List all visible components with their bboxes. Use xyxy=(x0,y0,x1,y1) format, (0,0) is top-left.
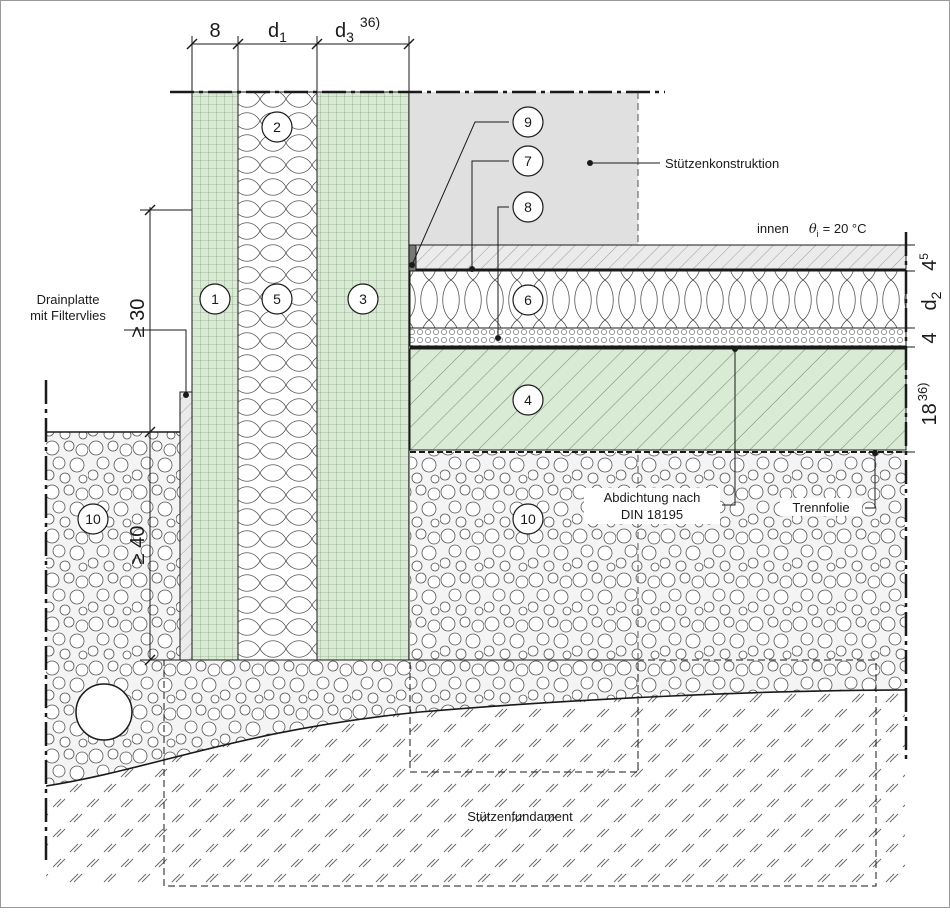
dim-floor-insulation: d2 xyxy=(919,291,944,310)
dim-wall-layer-5-var: d xyxy=(268,20,279,42)
dim-depth-below-ground: ≥ 40 xyxy=(127,526,149,565)
marker-4-label: 4 xyxy=(524,392,532,408)
height-dimension xyxy=(140,204,192,666)
marker-10-outside-label: 10 xyxy=(85,511,101,527)
marker-2-label: 2 xyxy=(273,119,281,135)
marker-3: 3 xyxy=(347,283,379,315)
dim-wall-layer-3-sup: 36) xyxy=(360,14,380,30)
label-sealing-line2: DIN 18195 xyxy=(621,507,683,522)
dim-floor-top-sup: 5 xyxy=(917,253,931,260)
wall-layer-3 xyxy=(316,91,410,661)
marker-10-outside: 10 xyxy=(77,503,109,535)
marker-4: 4 xyxy=(512,384,544,416)
dim-floor-slab-value: 18 xyxy=(919,403,941,425)
dim-floor-top: 45 xyxy=(917,253,941,271)
terrain-line xyxy=(45,689,906,787)
label-interior-theta: θ xyxy=(809,222,817,237)
floor-slab xyxy=(409,348,907,451)
dim-wall-layer-5-sub: 1 xyxy=(279,29,287,45)
marker-7: 7 xyxy=(512,145,544,177)
marker-8-label: 8 xyxy=(524,199,532,215)
dim-floor-impact: 4 xyxy=(919,332,941,343)
label-interior-prefix: innen xyxy=(757,221,789,236)
drain-board xyxy=(179,391,193,661)
separation-label-bg xyxy=(780,498,862,516)
label-separation: Trennfolie xyxy=(792,500,849,515)
marker-10-inside-label: 10 xyxy=(520,511,536,527)
dim-wall-layer-3-sub: 3 xyxy=(346,29,354,45)
label-interior-value: = 20 °C xyxy=(823,221,867,236)
label-sealing-line1: Abdichtung nach xyxy=(604,490,701,505)
sealing-label-bg xyxy=(584,488,720,524)
label-drain-line2: mit Filtervlies xyxy=(30,308,106,323)
floor-layer-6 xyxy=(409,270,907,329)
marker-7-label: 7 xyxy=(524,153,532,169)
dim-wall-layer-1: 8 xyxy=(209,20,220,42)
marker-1: 1 xyxy=(199,283,231,315)
dim-floor-slab-sup: 36) xyxy=(915,382,930,401)
marker-9: 9 xyxy=(512,106,544,138)
dim-floor-insulation-var: d xyxy=(919,299,941,310)
label-interior-sub: i xyxy=(817,229,819,239)
dim-wall-layer-3: d3 36) xyxy=(335,14,380,45)
top-dimension-chain xyxy=(186,36,415,92)
marker-5: 5 xyxy=(261,283,293,315)
dim-wall-layer-5: d1 xyxy=(268,20,287,45)
marker-5-label: 5 xyxy=(273,291,281,307)
marker-6: 6 xyxy=(512,284,544,316)
dim-floor-top-value: 4 xyxy=(919,260,941,271)
marker-1-label: 1 xyxy=(211,291,219,307)
floor-layer-8 xyxy=(409,327,907,347)
floor-dimension-chain xyxy=(897,244,915,453)
label-foundation: Stützenfundament xyxy=(467,809,573,824)
wall-layer-5 xyxy=(237,91,318,661)
marker-2: 2 xyxy=(261,111,293,143)
wall-layer-1 xyxy=(191,91,239,661)
label-interior: innen θi = 20 °C xyxy=(757,221,867,239)
leader-lines xyxy=(124,121,878,509)
dim-floor-insulation-sub: 2 xyxy=(928,291,944,299)
label-drain-line1: Drainplatte xyxy=(37,292,100,307)
column-foot-outline xyxy=(409,659,639,773)
marker-6-label: 6 xyxy=(524,292,532,308)
marker-10-inside: 10 xyxy=(512,503,544,535)
label-column: Stützenkonstruktion xyxy=(665,156,779,171)
marker-9-label: 9 xyxy=(524,114,532,130)
dim-wall-layer-3-var: d xyxy=(335,20,346,42)
dim-floor-slab: 1836) xyxy=(915,382,941,425)
drain-pipe-icon xyxy=(75,683,133,741)
marker-8: 8 xyxy=(512,191,544,223)
soil xyxy=(46,690,905,886)
dim-height-above-ground: ≥ 30 xyxy=(127,299,149,338)
foundation-outline xyxy=(163,659,877,887)
floor-layer-screed xyxy=(415,244,907,270)
marker-3-label: 3 xyxy=(359,291,367,307)
